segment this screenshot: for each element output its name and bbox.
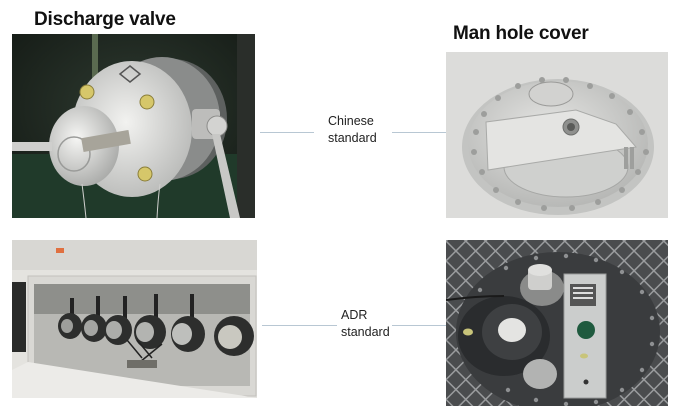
chinese-standard-label: Chinese standard: [328, 113, 377, 147]
manhole-cover-adr-photo: [446, 240, 668, 406]
connector-line-adr-right: [392, 325, 446, 326]
adr-standard-line1: ADR: [341, 308, 368, 322]
manhole-cover-chinese-photo: [446, 52, 668, 218]
connector-line-adr-left: [262, 325, 337, 326]
connector-line-chinese-right: [392, 132, 446, 133]
discharge-valve-heading: Discharge valve: [34, 9, 176, 30]
chinese-standard-line1: Chinese: [328, 114, 374, 128]
adr-standard-line2: standard: [341, 325, 390, 339]
adr-standard-label: ADR standard: [341, 307, 390, 341]
discharge-valve-chinese-photo: [12, 34, 255, 218]
connector-line-chinese-left: [260, 132, 314, 133]
chinese-standard-line2: standard: [328, 131, 377, 145]
discharge-valves-adr-photo: [12, 240, 257, 398]
man-hole-cover-heading: Man hole cover: [453, 23, 589, 44]
